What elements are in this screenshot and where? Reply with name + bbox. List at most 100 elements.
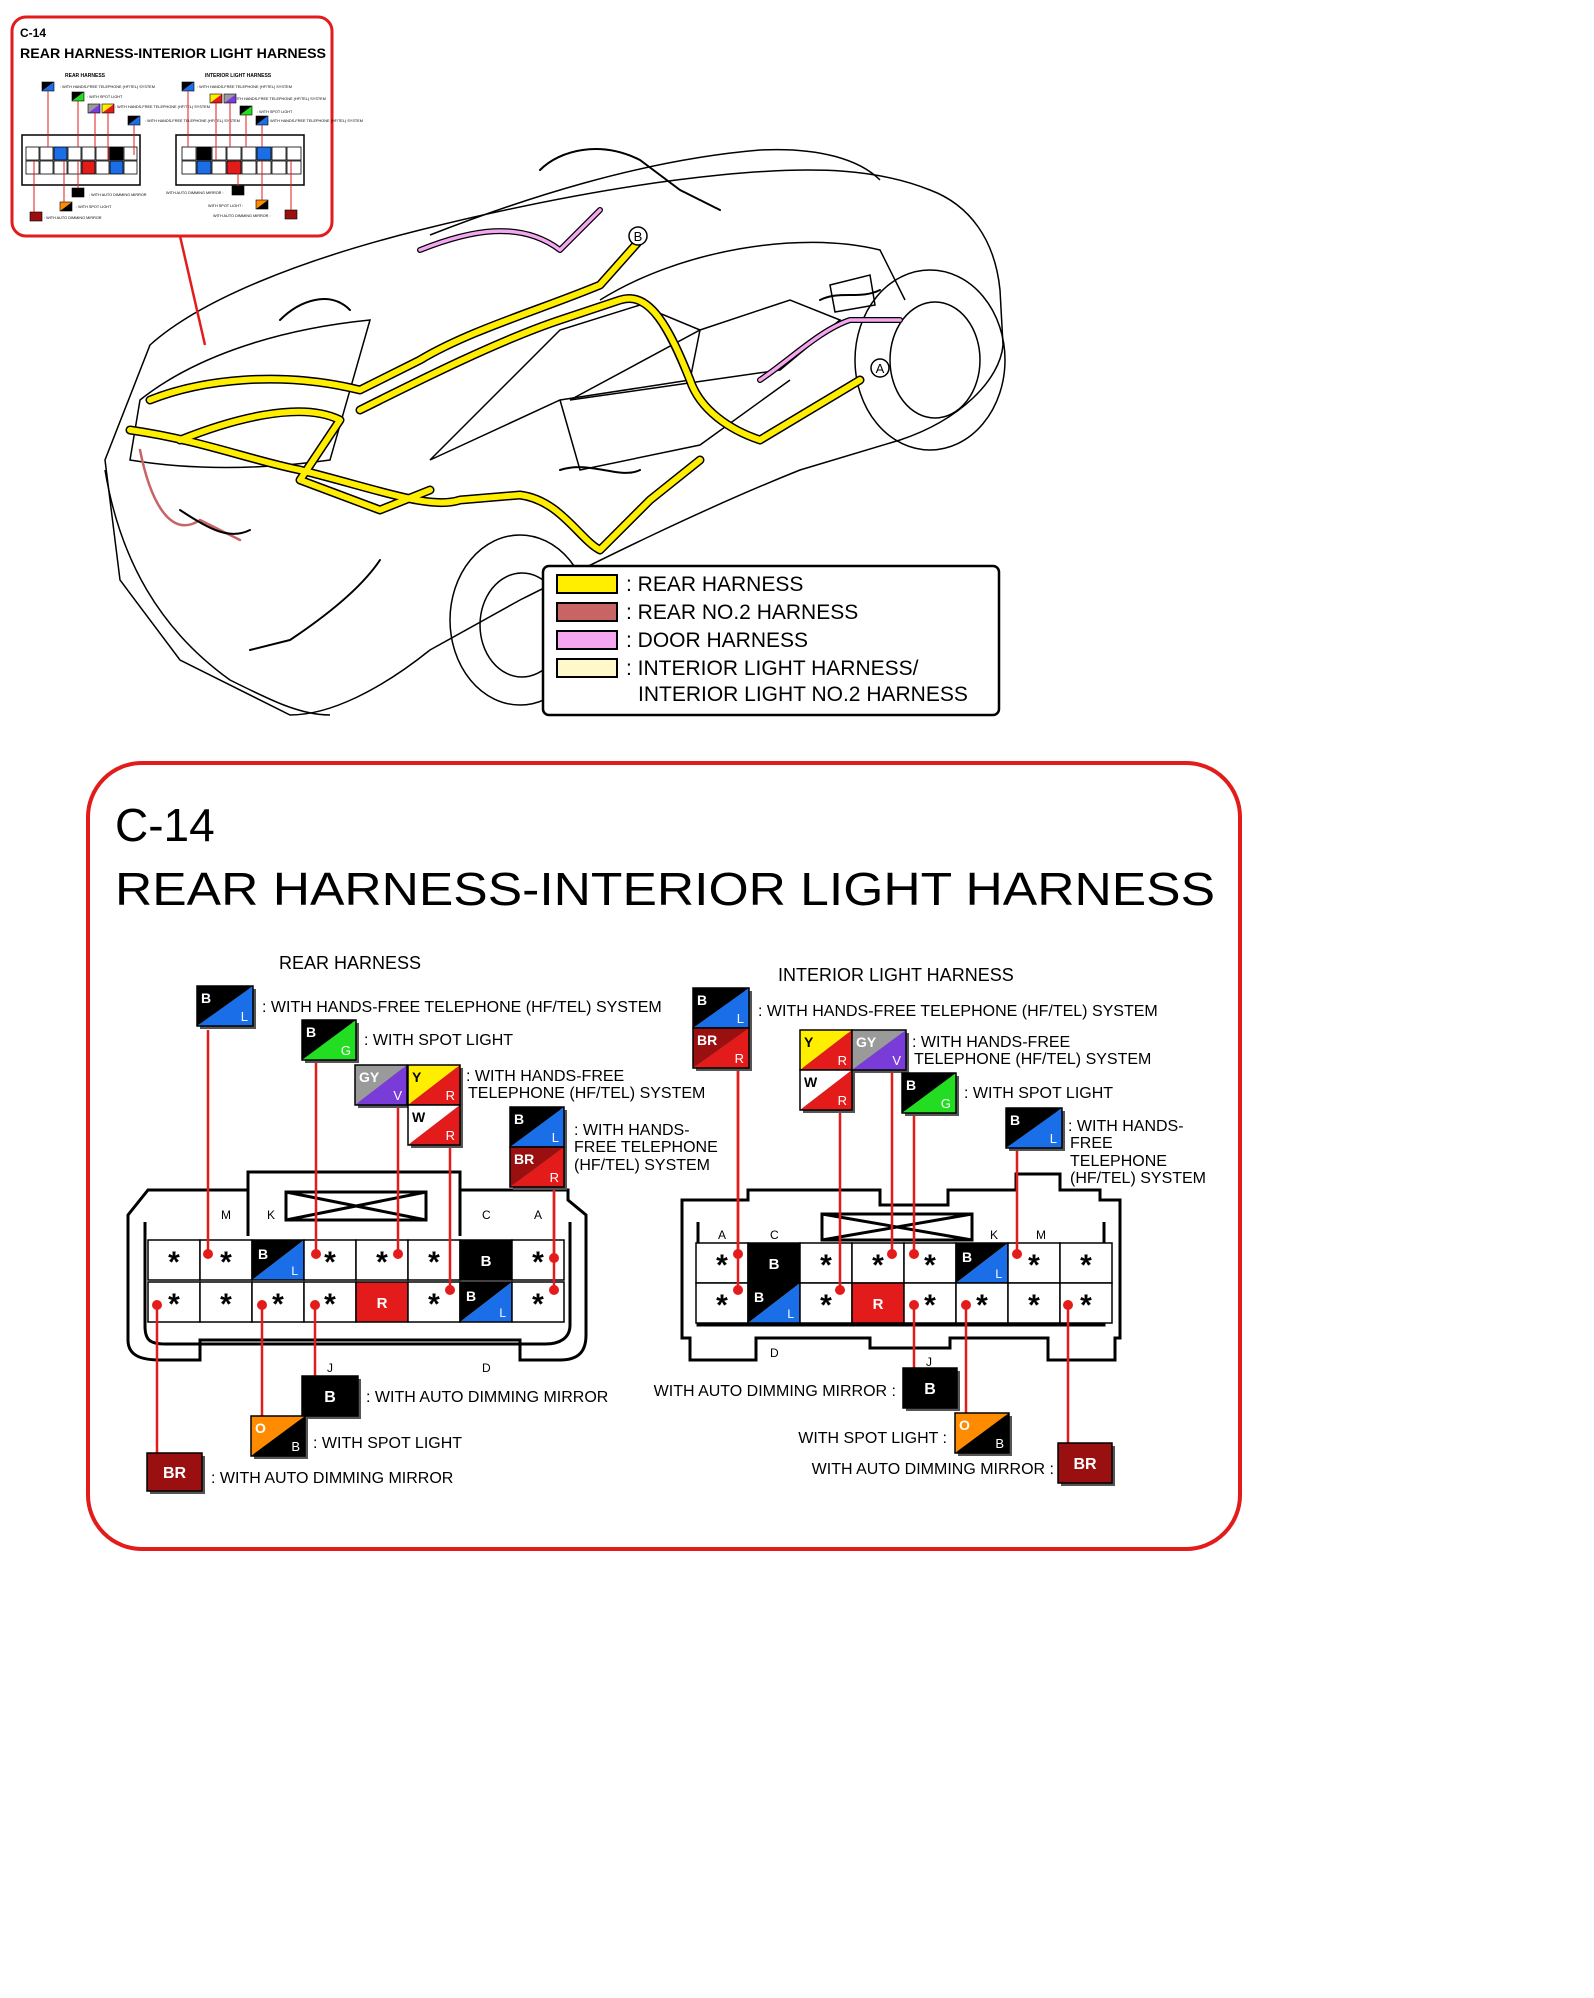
wire-code-label: * bbox=[924, 1249, 936, 1282]
wire-code-label: * bbox=[220, 1288, 232, 1321]
legend-label: : REAR HARNESS bbox=[626, 573, 803, 596]
inset-cavity bbox=[95, 160, 110, 175]
inset-cavity bbox=[39, 146, 54, 161]
swatch-b-l-hf: BL bbox=[196, 985, 256, 1029]
inset-swatch bbox=[255, 115, 269, 126]
left-note-hf-1: : WITH HANDS-FREE TELEPHONE (HF/TEL) SYS… bbox=[262, 999, 662, 1016]
inset-swatch-stripe bbox=[256, 116, 268, 125]
inset-left-label: REAR HARNESS bbox=[65, 73, 106, 79]
connector-cavity: * bbox=[799, 1242, 853, 1284]
swatch-stripe bbox=[800, 1070, 852, 1110]
wire-code-label: B bbox=[924, 1381, 936, 1398]
swatch-gy-v-hf-right: GYV bbox=[851, 1029, 909, 1073]
right-note-hf-3-line1: : WITH HANDS- bbox=[1068, 1118, 1184, 1135]
swatch-border bbox=[354, 1064, 408, 1106]
wire-code-label: * bbox=[924, 1289, 936, 1322]
swatch-b-auto: B bbox=[301, 1375, 361, 1419]
connector-cavity: * bbox=[303, 1239, 357, 1281]
connector-cavity: * bbox=[695, 1282, 749, 1324]
wire-code-label: * bbox=[168, 1246, 180, 1279]
inset-swatch bbox=[127, 115, 141, 126]
wire-terminal bbox=[835, 1285, 845, 1295]
right-note-hf-1: : WITH HANDS-FREE TELEPHONE (HF/TEL) SYS… bbox=[758, 1003, 1158, 1020]
swatch-stripe bbox=[1006, 1108, 1062, 1148]
inset-right-label: INTERIOR LIGHT HARNESS bbox=[205, 73, 272, 79]
swatch-w-r-hf-right: WR bbox=[799, 1069, 855, 1113]
right-note-auto-dimming: WITH AUTO DIMMING MIRROR : bbox=[654, 1383, 896, 1400]
wire-terminal bbox=[733, 1285, 743, 1295]
inset-swatch bbox=[209, 93, 223, 104]
left-connector-housing bbox=[126, 1170, 588, 1362]
inset-swatch-border bbox=[29, 211, 43, 222]
front-wheel bbox=[854, 269, 1006, 451]
wire-code-label: R bbox=[377, 1295, 388, 1312]
legend-label: : DOOR HARNESS bbox=[626, 629, 808, 652]
wire-code-label: B bbox=[1010, 1112, 1020, 1128]
swatch-b-g-spot-right: BG bbox=[901, 1072, 959, 1116]
inset-cavity bbox=[81, 146, 96, 161]
inset-cavity bbox=[53, 146, 68, 161]
wire-code-label: * bbox=[168, 1288, 180, 1321]
wire-code-label: B bbox=[481, 1253, 492, 1270]
wire-code-label: G bbox=[941, 1096, 951, 1111]
connector-cavity: B bbox=[459, 1239, 513, 1281]
swatch-fill bbox=[146, 1452, 203, 1492]
wire-terminal bbox=[1012, 1249, 1022, 1259]
inset-note-right: WITH AUTO DIMMING MIRROR : bbox=[166, 191, 224, 195]
connector-cavity: * bbox=[199, 1281, 253, 1323]
right-note-auto-dimming-2: WITH AUTO DIMMING MIRROR : bbox=[812, 1461, 1054, 1478]
legend-swatch bbox=[556, 630, 618, 650]
cavity-box bbox=[303, 1239, 357, 1281]
wire-code-label: R bbox=[735, 1051, 744, 1066]
right-pin-c: C bbox=[770, 1228, 779, 1242]
connector-cavity: * bbox=[407, 1239, 461, 1281]
svg-text:A: A bbox=[876, 361, 885, 376]
swatch-b-l-hf-right: BL bbox=[692, 987, 752, 1031]
rear-no2-harness bbox=[138, 448, 242, 542]
svg-text:B: B bbox=[634, 229, 643, 244]
swatch-stripe bbox=[510, 1107, 564, 1147]
legend-swatch bbox=[556, 602, 618, 622]
car-side-window bbox=[429, 304, 701, 461]
swatch-fill bbox=[902, 1367, 958, 1409]
swatch-stripe bbox=[955, 1413, 1009, 1453]
swatch-stripe bbox=[197, 986, 253, 1026]
inset-cavity bbox=[226, 160, 242, 175]
inset-cavity bbox=[286, 160, 302, 175]
wire-code-label: B bbox=[754, 1289, 764, 1305]
swatch-border bbox=[692, 1027, 750, 1069]
wire-code-label: B bbox=[324, 1389, 336, 1406]
inset-cavity bbox=[196, 146, 212, 161]
inset-swatch-stripe bbox=[72, 92, 84, 101]
left-note-auto-dimming-2: : WITH AUTO DIMMING MIRROR bbox=[211, 1470, 453, 1487]
wire-terminal bbox=[311, 1249, 321, 1259]
swatch-border bbox=[851, 1029, 907, 1071]
swatch-stripe bbox=[800, 1030, 852, 1070]
inset-swatch bbox=[71, 91, 85, 102]
inset-cavity bbox=[271, 146, 287, 161]
inset-cavity bbox=[241, 146, 257, 161]
wire-code-label: R bbox=[838, 1093, 847, 1108]
wire-code-label: * bbox=[976, 1289, 988, 1322]
inset-note-right: : WITH HANDS-FREE TELEPHONE (HF/TEL) SYS… bbox=[231, 97, 326, 101]
harness-routing bbox=[125, 148, 903, 651]
wire-code-label: BR bbox=[163, 1465, 187, 1482]
right-harness-label: INTERIOR LIGHT HARNESS bbox=[778, 965, 1014, 985]
swatch-stripe bbox=[251, 1416, 305, 1456]
connector-cavity: B bbox=[747, 1242, 801, 1284]
swatch-o-b-spot: OB bbox=[250, 1415, 308, 1459]
swatch-b-g-spot: BG bbox=[301, 1019, 359, 1063]
wire-code-label: L bbox=[291, 1264, 298, 1278]
inset-swatch-fill bbox=[232, 186, 244, 195]
right-note-hf-2-line2: TELEPHONE (HF/TEL) SYSTEM bbox=[914, 1051, 1151, 1068]
inset-swatch bbox=[71, 187, 85, 198]
wire-code-label: B bbox=[906, 1077, 916, 1093]
car-roof-line bbox=[429, 148, 881, 236]
wire-code-label: * bbox=[716, 1249, 728, 1282]
connector-cavity: * bbox=[355, 1239, 409, 1281]
swatch-stripe bbox=[852, 1030, 906, 1070]
wire-code-label: * bbox=[1080, 1249, 1092, 1282]
inset-cavity bbox=[95, 146, 110, 161]
legend-label: : REAR NO.2 HARNESS bbox=[626, 601, 858, 624]
wire-code-label: G bbox=[341, 1043, 351, 1058]
